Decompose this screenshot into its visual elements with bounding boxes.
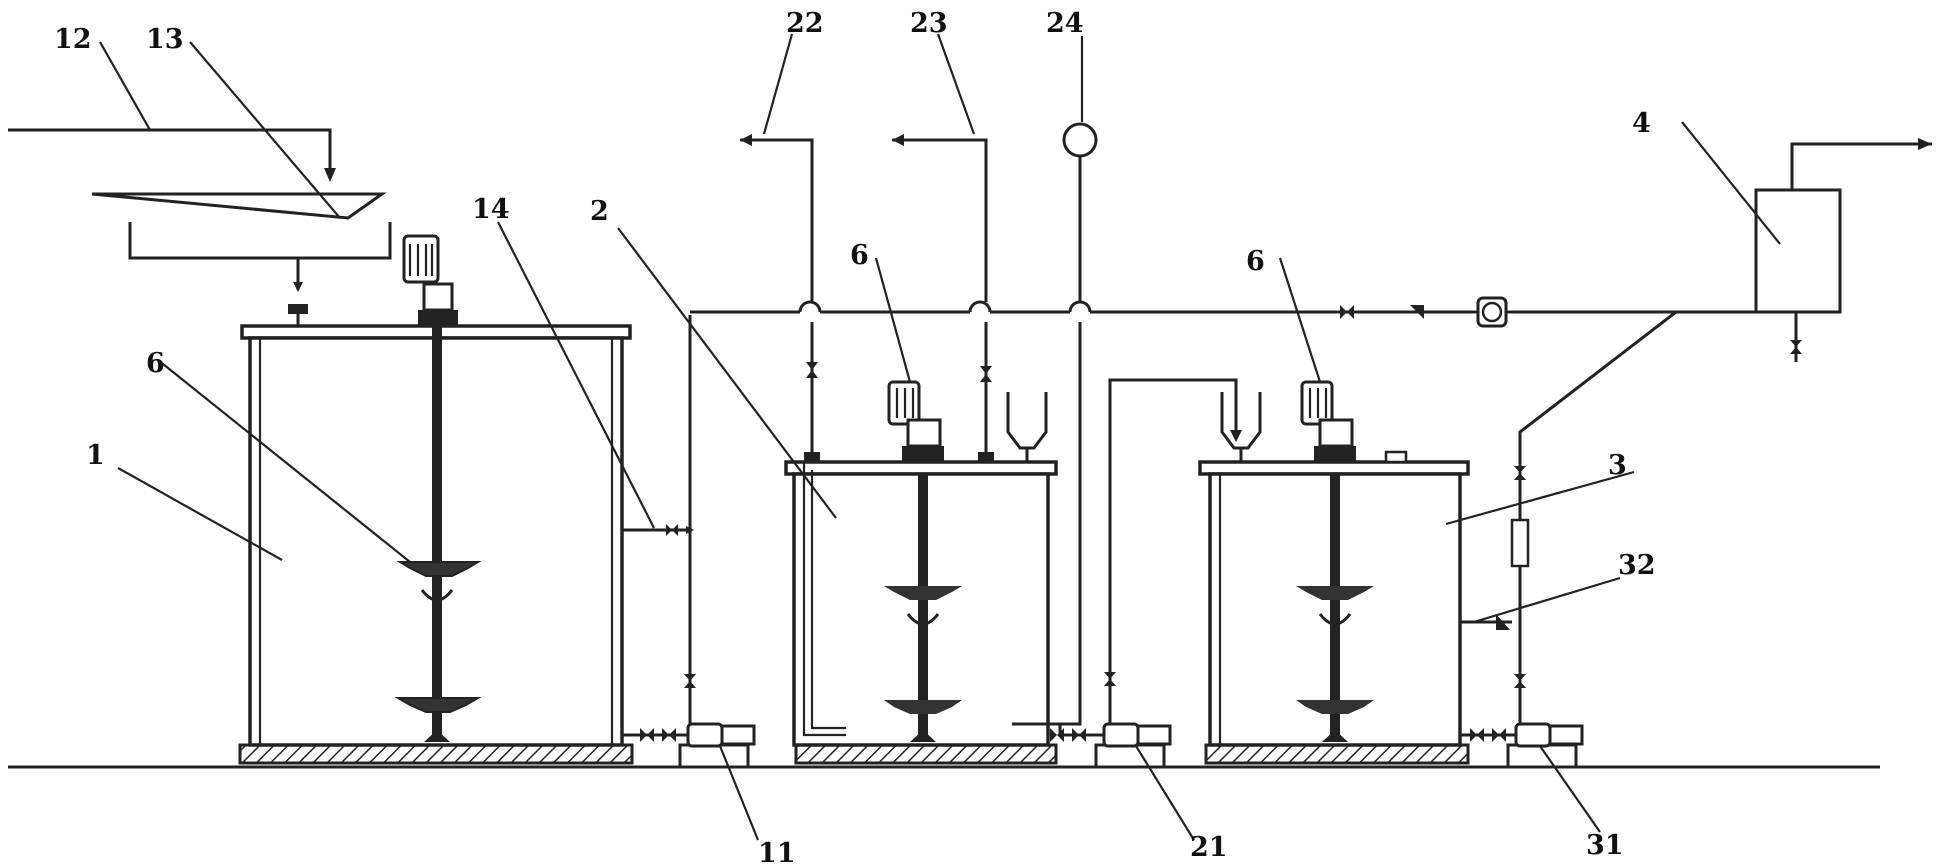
line-23 (892, 134, 994, 462)
label-6c: 6 (1246, 246, 1265, 277)
unit-4 (1754, 138, 1932, 362)
pump-11 (622, 315, 756, 769)
label-3: 3 (1608, 450, 1627, 481)
hopper-3 (1220, 392, 1408, 464)
pump-21 (1012, 378, 1242, 769)
label-22: 22 (786, 8, 824, 39)
label-13: 13 (146, 24, 184, 55)
label-31: 31 (1586, 830, 1624, 861)
label-32: 32 (1618, 550, 1656, 581)
mixer-2 (884, 380, 962, 742)
line-24 (1012, 122, 1098, 726)
labels: 12 13 6 1 14 2 22 23 24 6 6 4 3 32 11 21… (54, 8, 1656, 867)
label-23: 23 (910, 8, 948, 39)
label-1: 1 (86, 440, 105, 471)
label-24: 24 (1046, 8, 1084, 39)
label-6a: 6 (146, 348, 165, 379)
label-14: 14 (472, 194, 510, 225)
label-12: 12 (54, 24, 92, 55)
line-14 (622, 524, 696, 688)
leader-lines (99, 33, 1781, 841)
main-header-pipe (690, 296, 1756, 328)
label-4: 4 (1632, 108, 1651, 139)
label-2: 2 (590, 196, 609, 227)
label-11: 11 (758, 838, 796, 867)
pump-31 (1460, 310, 1677, 769)
label-21: 21 (1190, 832, 1228, 863)
screen-13 (91, 192, 392, 326)
mixer-1 (394, 234, 482, 742)
tank-1-base (238, 743, 634, 765)
feed-line-12 (8, 128, 336, 182)
label-6b: 6 (850, 240, 869, 271)
tank-2-lid (784, 460, 1058, 476)
tank-2-base (794, 743, 1058, 765)
mixer-3 (1296, 380, 1374, 742)
line-22 (740, 134, 820, 462)
tank-3-lid (1198, 460, 1470, 476)
tank-3-base (1204, 743, 1470, 765)
hopper-2 (1006, 392, 1048, 462)
